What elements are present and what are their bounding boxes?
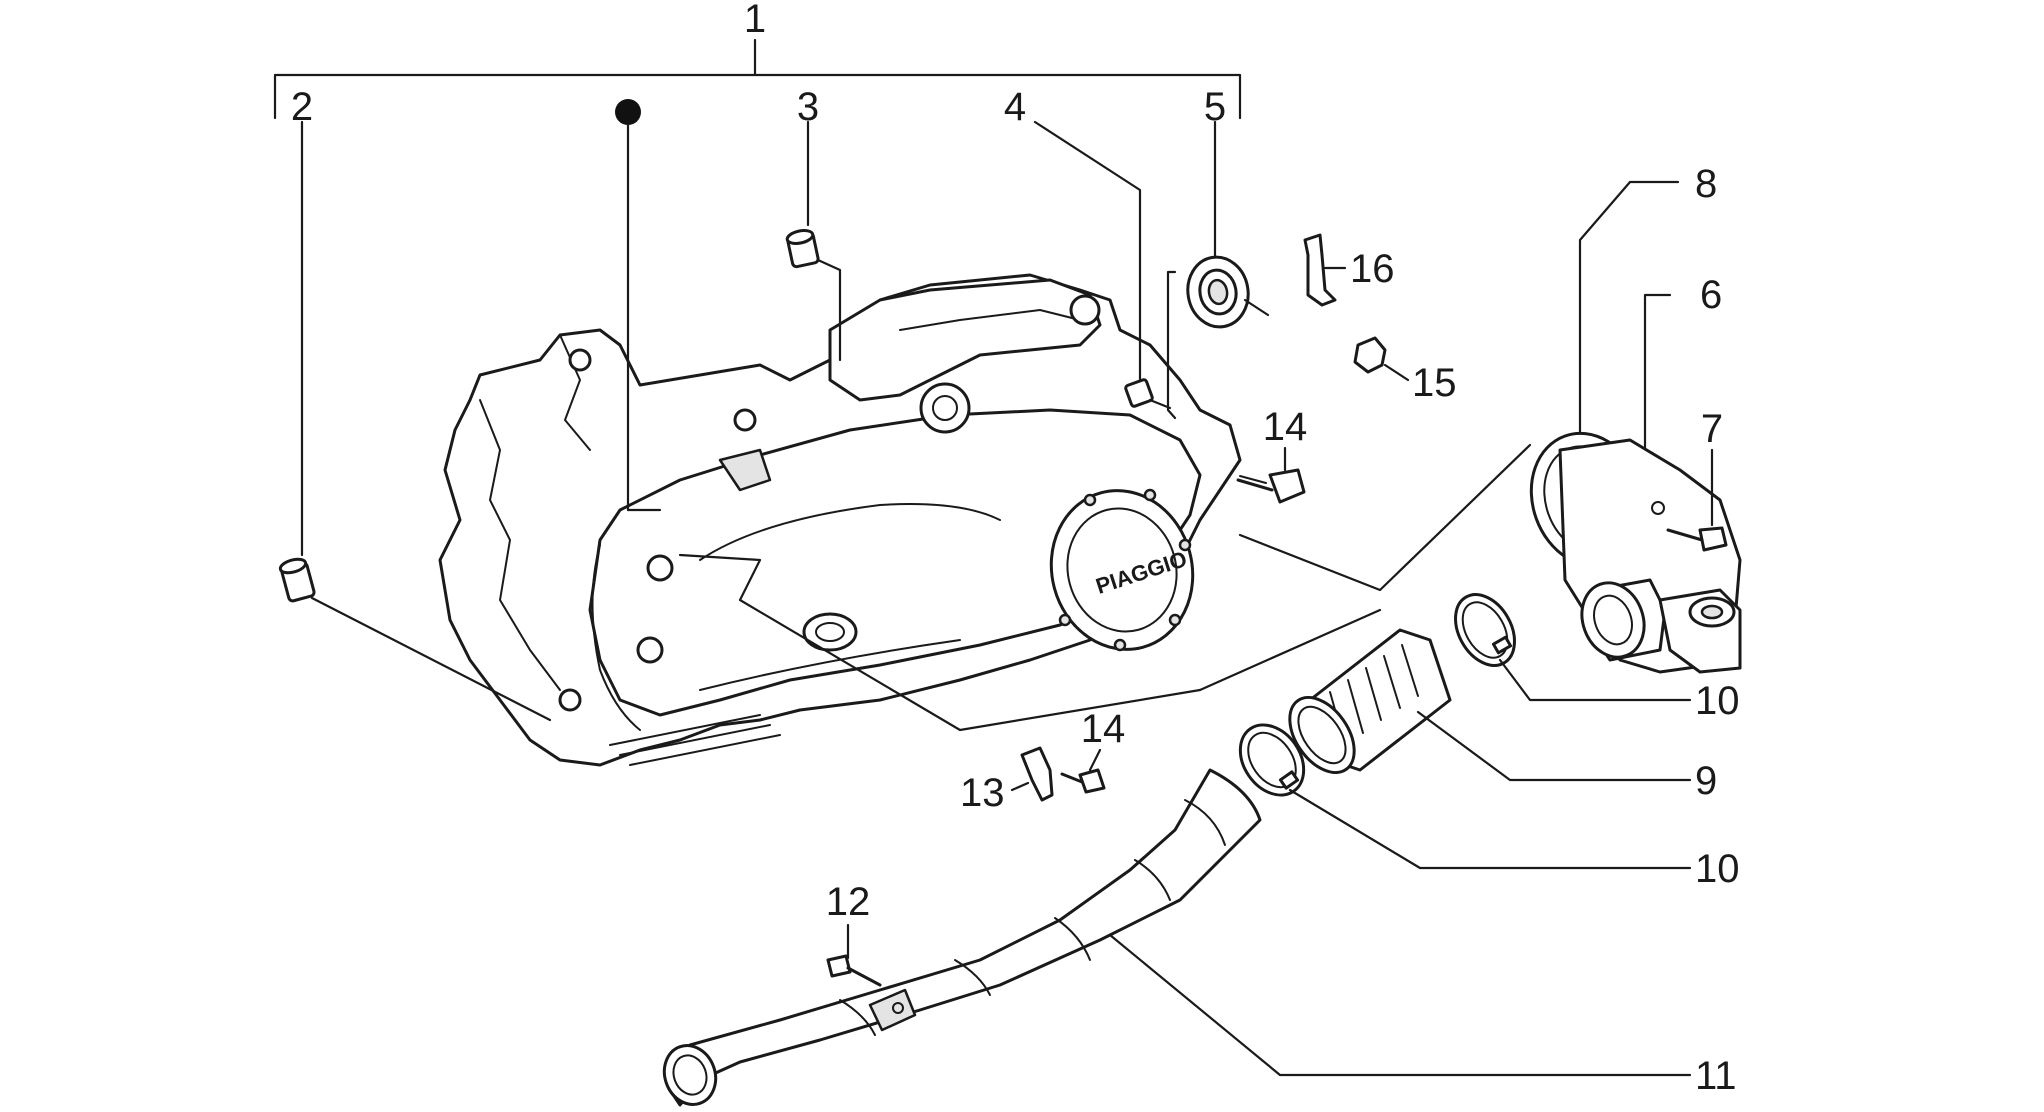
part-4-sleeve bbox=[1033, 120, 1172, 410]
part-3-dowel-pin bbox=[785, 120, 842, 362]
part-12-screw bbox=[826, 923, 882, 987]
callout-labels: 1 2 3 4 5 6 7 8 9 10 10 11 12 13 14 14 1… bbox=[291, 0, 1740, 1098]
callout-13: 13 bbox=[960, 771, 1005, 815]
part-10-clamp-lower bbox=[1238, 723, 1692, 870]
part-16-bracket bbox=[1303, 233, 1347, 307]
callout-11: 11 bbox=[1695, 1054, 1737, 1098]
callout-10-upper: 10 bbox=[1695, 679, 1740, 723]
part-5-oil-seal bbox=[1166, 120, 1270, 420]
part-14-screw-upper bbox=[1236, 446, 1306, 504]
callout-8: 8 bbox=[1695, 162, 1717, 206]
part-15-clip bbox=[1353, 336, 1410, 382]
callout-9: 9 bbox=[1695, 759, 1717, 803]
callout-4: 4 bbox=[1004, 85, 1026, 129]
assembly-axis-lines bbox=[678, 443, 1532, 732]
part-6-8-intake-housing bbox=[1529, 180, 1742, 674]
callout-16: 16 bbox=[1350, 247, 1395, 291]
callout-15: 15 bbox=[1412, 361, 1457, 405]
part-10-clamp-upper bbox=[1454, 593, 1692, 702]
part-11-intake-duct bbox=[662, 768, 1692, 1107]
callout-5: 5 bbox=[1204, 85, 1226, 129]
callout-2: 2 bbox=[291, 85, 313, 129]
part-9-intake-bellow bbox=[1288, 628, 1692, 782]
callout-1: 1 bbox=[744, 0, 766, 41]
callout-14-lower: 14 bbox=[1081, 707, 1126, 751]
part-7-screw bbox=[1666, 448, 1728, 552]
callout-6: 6 bbox=[1700, 273, 1722, 317]
reference-dot-marker bbox=[615, 99, 662, 512]
assembly-bracket bbox=[273, 38, 1242, 120]
callout-7: 7 bbox=[1701, 407, 1723, 451]
part-2-dowel-pin bbox=[278, 120, 552, 722]
callout-10-lower: 10 bbox=[1695, 847, 1740, 891]
transmission-cover: PIAGGIO bbox=[438, 273, 1242, 767]
part-13-bracket bbox=[1010, 746, 1054, 802]
callout-14-upper: 14 bbox=[1263, 405, 1308, 449]
part-14-screw-lower bbox=[1060, 748, 1106, 794]
callout-12: 12 bbox=[826, 880, 871, 924]
callout-3: 3 bbox=[797, 85, 819, 129]
